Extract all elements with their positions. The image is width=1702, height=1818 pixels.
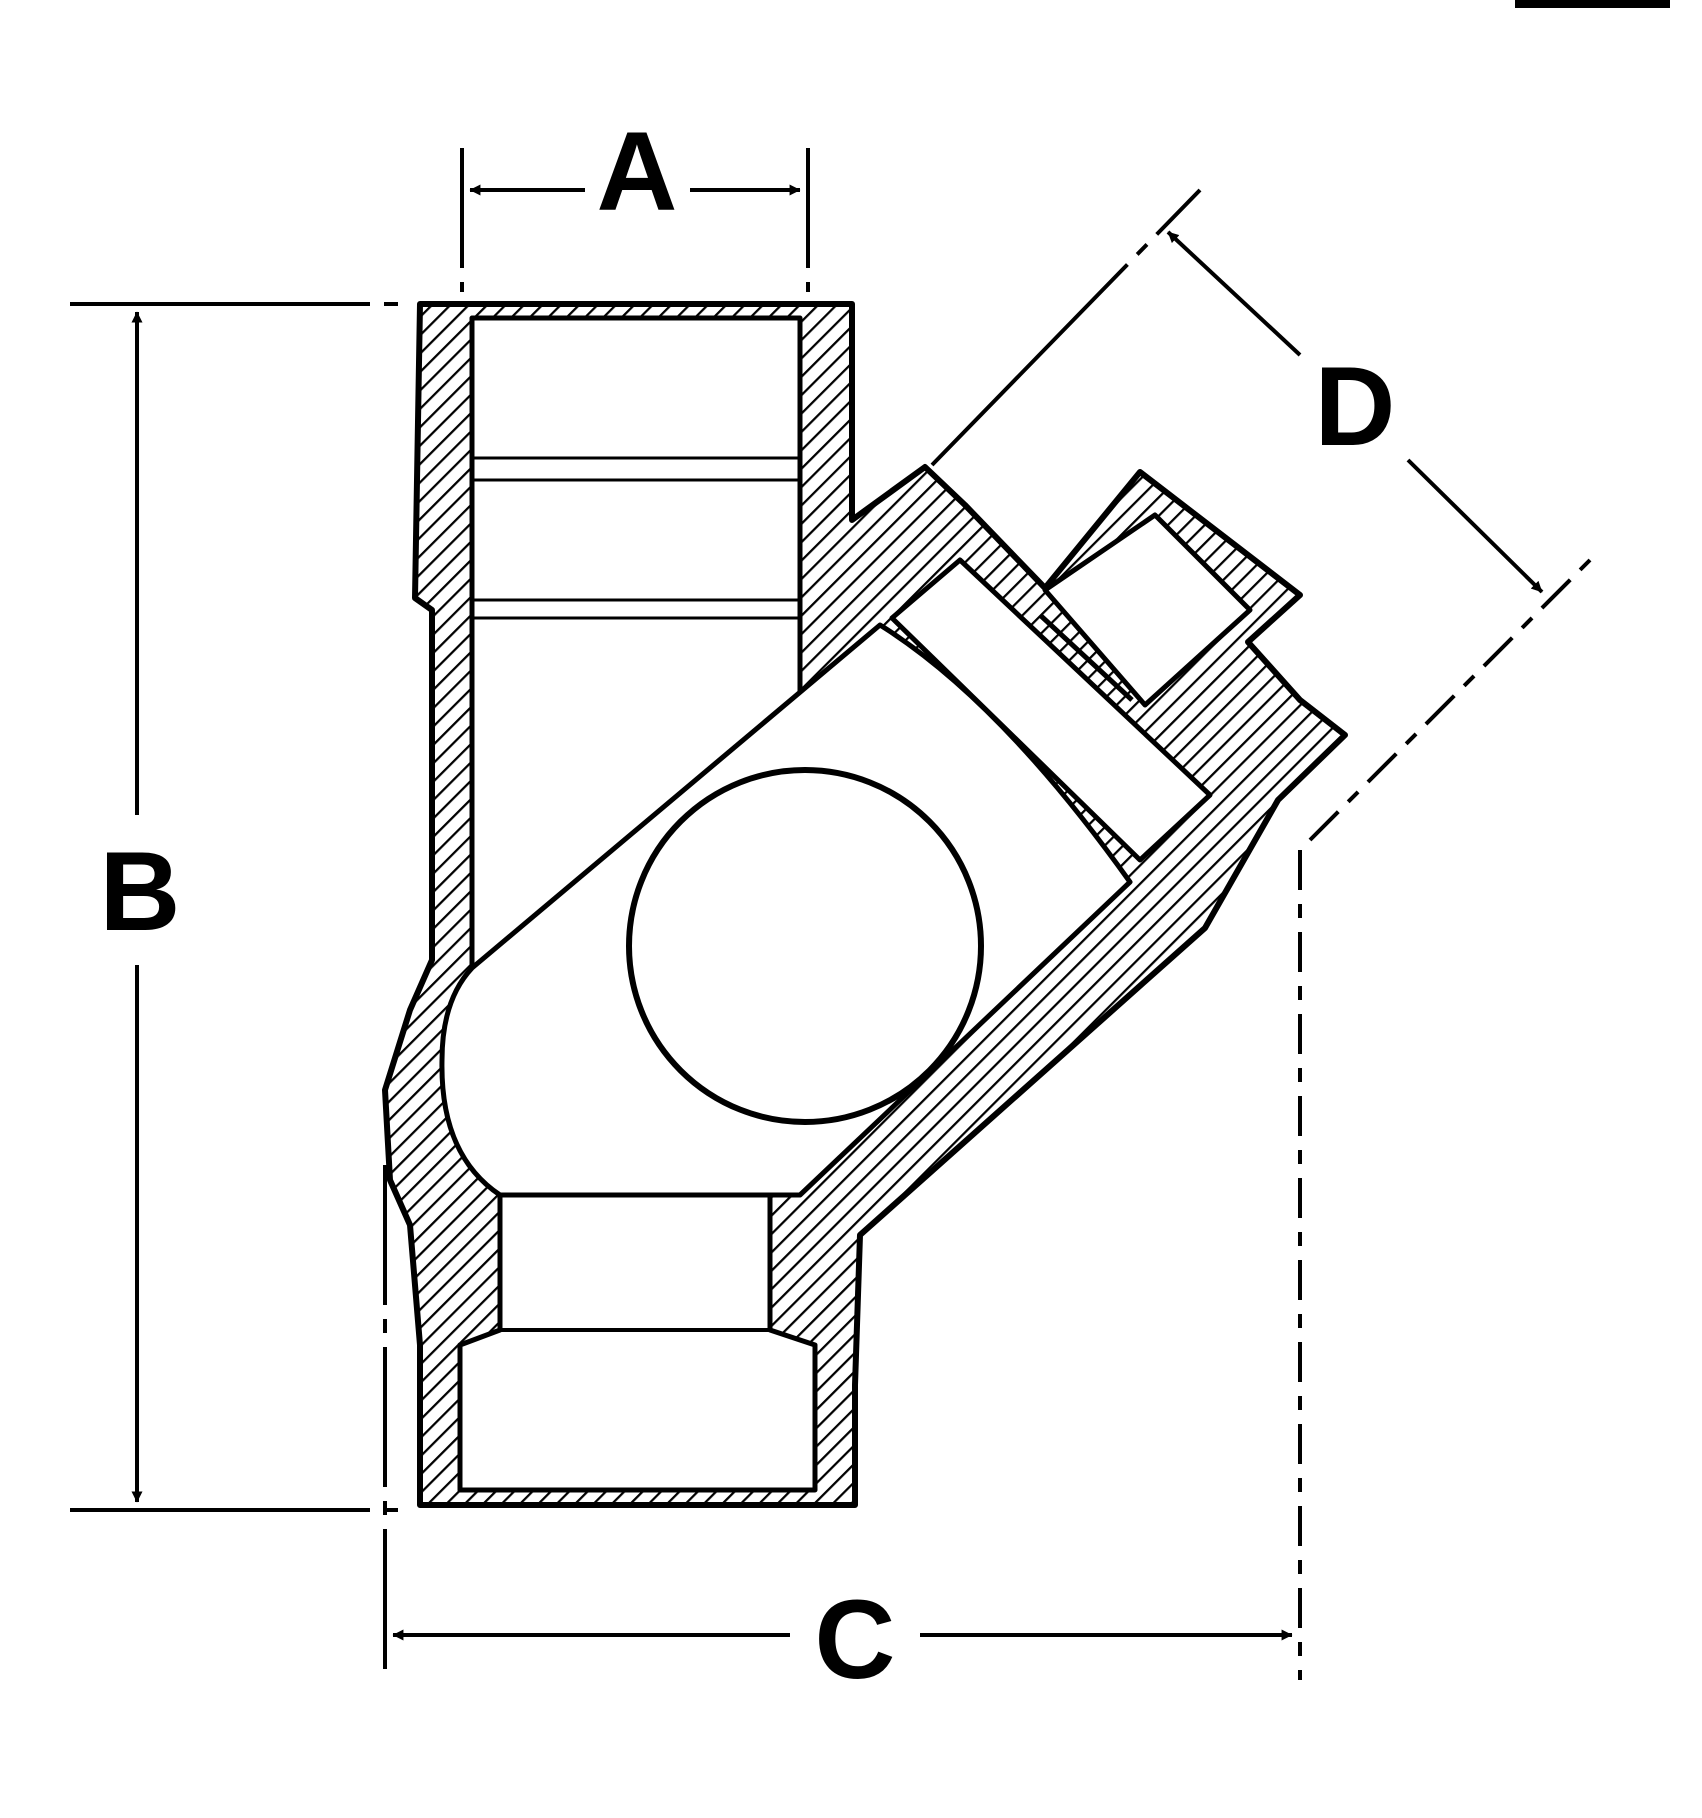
cap-plug-interior	[1042, 512, 1253, 708]
dimension-arrow-d-upper	[1166, 230, 1302, 357]
dimension-lines	[70, 148, 1592, 1680]
screen-cylinder	[889, 557, 1213, 863]
corner-mark	[1515, 0, 1670, 8]
screen-edge	[1038, 613, 1134, 702]
dimension-labels: A B C D	[100, 109, 1396, 1702]
strainer-body	[382, 301, 1348, 1508]
screen-opening-circle	[626, 767, 984, 1125]
dimension-label-a: A	[597, 109, 678, 234]
dimension-label-c: C	[815, 1577, 896, 1702]
extension-line-d-upper	[930, 188, 1202, 467]
dimension-label-b: B	[100, 829, 181, 954]
outlet-bore	[457, 1192, 818, 1493]
dimension-label-d: D	[1315, 344, 1396, 469]
dimension-arrow-d-lower	[1406, 458, 1544, 594]
extension-line-d-lower	[1308, 558, 1592, 842]
